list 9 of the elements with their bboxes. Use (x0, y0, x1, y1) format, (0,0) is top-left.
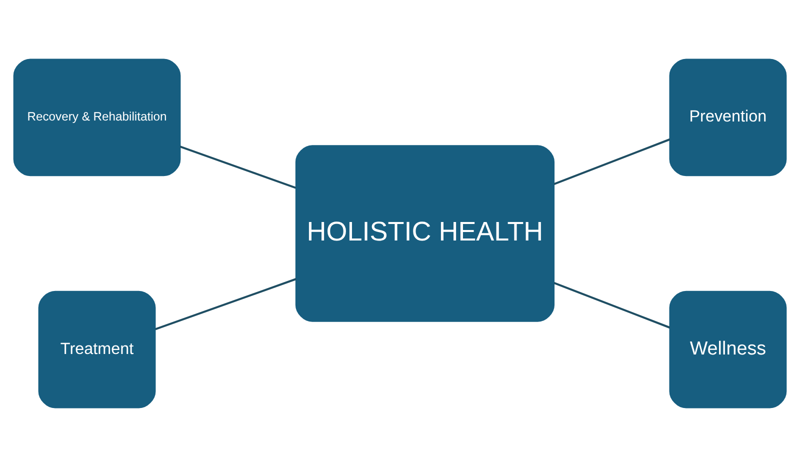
node-box: HOLISTIC HEALTH (295, 145, 555, 322)
connector (180, 146, 296, 189)
node-box: Treatment (38, 290, 156, 408)
node-box: Prevention (669, 58, 787, 176)
connector (554, 138, 670, 186)
node-box: Wellness (669, 290, 787, 408)
connector (155, 278, 296, 330)
connector (554, 282, 670, 329)
node-box: Recovery & Rehabilitation (13, 58, 181, 176)
